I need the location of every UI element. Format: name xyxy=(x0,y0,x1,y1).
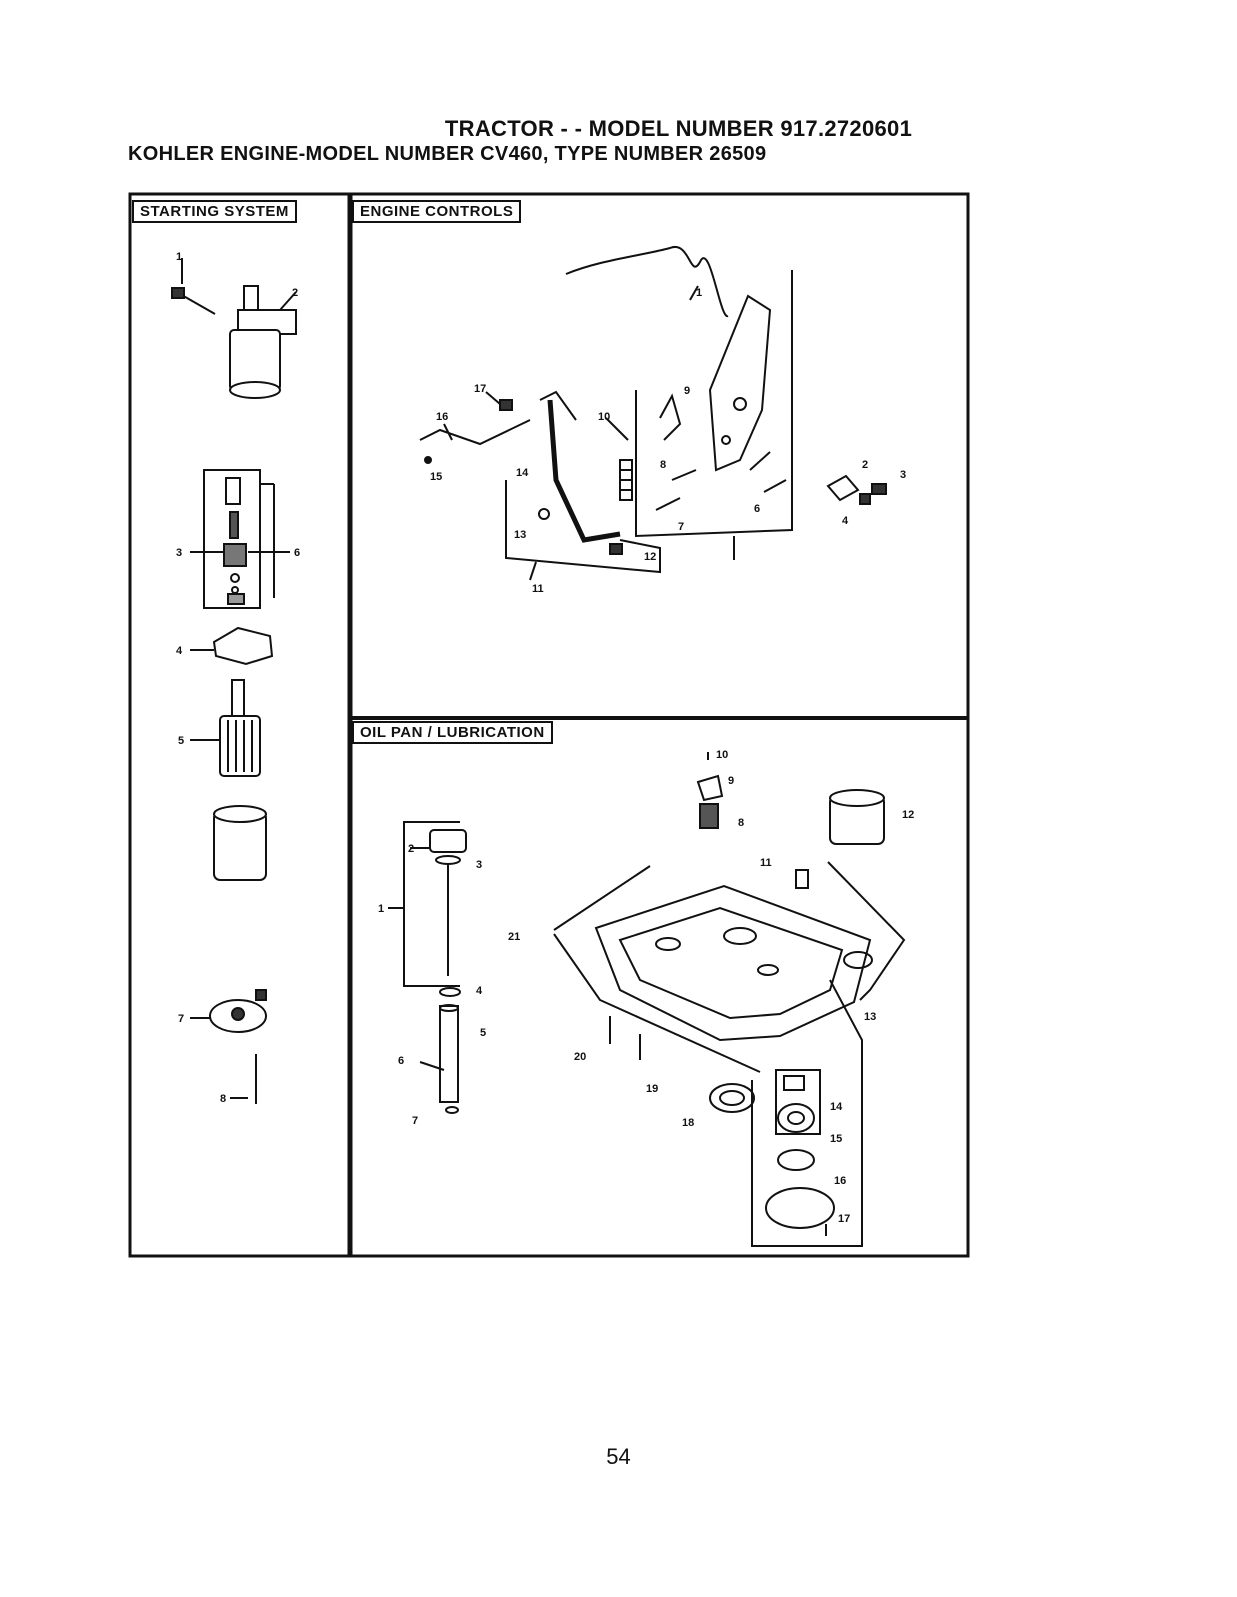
starting-system-parts xyxy=(172,258,296,1104)
callout: 18 xyxy=(682,1117,694,1129)
callout: 4 xyxy=(176,645,183,657)
oil-pan-parts xyxy=(388,752,904,1246)
callout: 2 xyxy=(292,287,298,299)
callout: 4 xyxy=(842,515,849,527)
callout: 12 xyxy=(902,809,914,821)
callout: 1 xyxy=(696,287,702,299)
callout: 11 xyxy=(532,583,544,595)
callout: 9 xyxy=(728,775,734,787)
callout: 17 xyxy=(838,1213,850,1225)
callout: 15 xyxy=(430,471,442,483)
callout: 7 xyxy=(178,1013,184,1025)
callout: 2 xyxy=(408,843,414,855)
callout: 1 xyxy=(378,903,384,915)
callout: 11 xyxy=(760,857,772,869)
callout: 12 xyxy=(644,551,656,563)
starting-system-label: STARTING SYSTEM xyxy=(132,200,297,223)
callout: 8 xyxy=(220,1093,226,1105)
callout: 3 xyxy=(176,547,182,559)
callout: 16 xyxy=(436,411,448,423)
callout: 20 xyxy=(574,1051,586,1063)
callout: 8 xyxy=(660,459,666,471)
callout: 14 xyxy=(516,467,529,479)
callout: 9 xyxy=(684,385,690,397)
callout: 21 xyxy=(508,931,520,943)
callout: 7 xyxy=(678,521,684,533)
callout: 8 xyxy=(738,817,744,829)
engine-controls-callouts: 1 17 16 15 10 9 8 14 13 12 11 7 6 2 3 4 xyxy=(430,287,906,595)
callout: 19 xyxy=(646,1083,658,1095)
callout: 16 xyxy=(834,1175,846,1187)
callout: 6 xyxy=(754,503,760,515)
callout: 10 xyxy=(598,411,610,423)
callout: 3 xyxy=(476,859,482,871)
callout: 3 xyxy=(900,469,906,481)
callout: 15 xyxy=(830,1133,842,1145)
callout: 6 xyxy=(294,547,300,559)
callout: 10 xyxy=(716,749,728,761)
page-number: 54 xyxy=(0,1444,1237,1470)
callout: 17 xyxy=(474,383,486,395)
callout: 6 xyxy=(398,1055,404,1067)
callout: 14 xyxy=(830,1101,843,1113)
callout: 13 xyxy=(864,1011,876,1023)
engine-controls-label: ENGINE CONTROLS xyxy=(352,200,521,223)
callout: 7 xyxy=(412,1115,418,1127)
callout: 5 xyxy=(480,1027,486,1039)
callout: 2 xyxy=(862,459,868,471)
callout: 1 xyxy=(176,251,182,263)
callout: 4 xyxy=(476,985,483,997)
oil-pan-label: OIL PAN / LUBRICATION xyxy=(352,721,553,744)
callout: 13 xyxy=(514,529,526,541)
engine-controls-parts xyxy=(420,247,886,580)
callout: 5 xyxy=(178,735,184,747)
